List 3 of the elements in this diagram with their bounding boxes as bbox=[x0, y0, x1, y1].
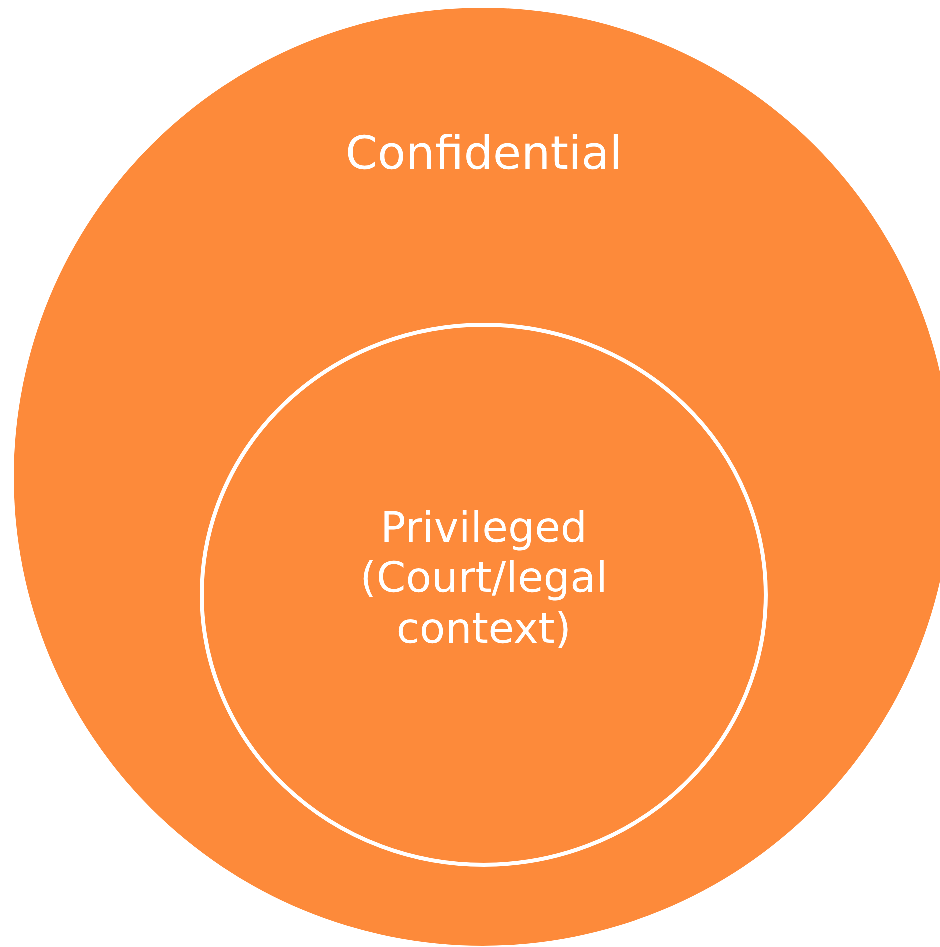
ellipse-node bbox=[200, 323, 768, 867]
node-label: Confidential bbox=[344, 126, 624, 182]
node-label: Privileged (Court/legal context) bbox=[359, 503, 609, 654]
